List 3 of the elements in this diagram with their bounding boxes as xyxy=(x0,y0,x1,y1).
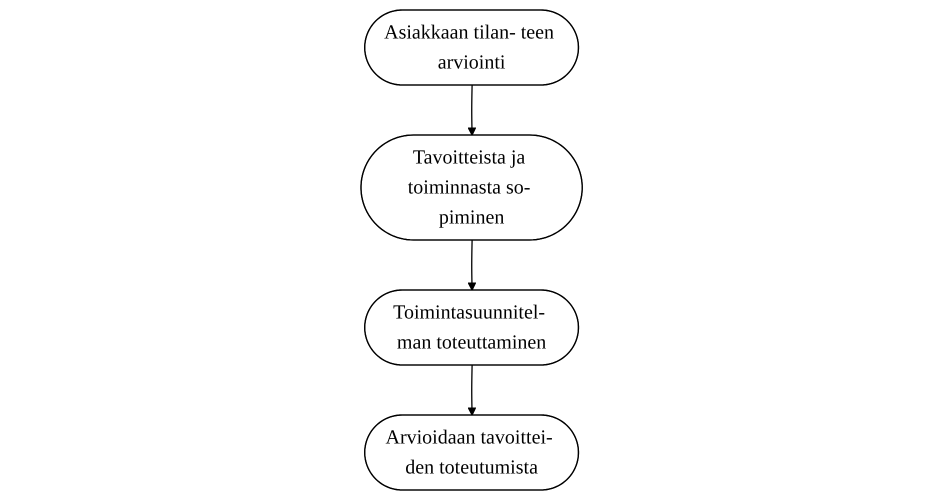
arrow xyxy=(468,240,477,291)
arrow xyxy=(468,86,477,136)
arrow xyxy=(468,365,477,416)
